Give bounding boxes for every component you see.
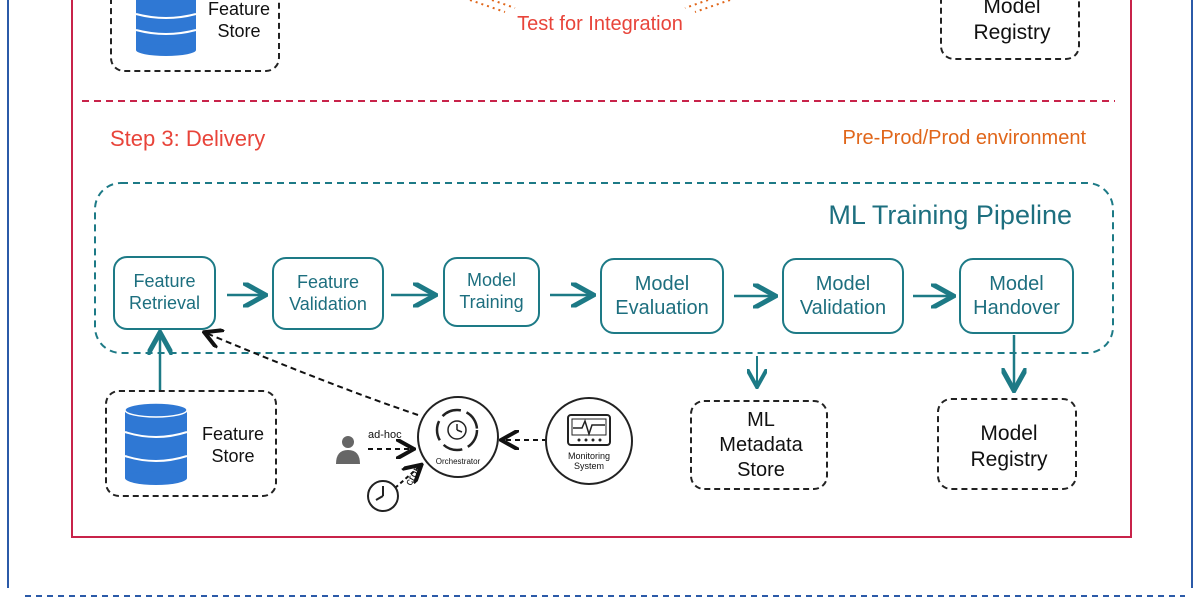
stage-model-training: Model Training bbox=[443, 257, 540, 327]
database-icon bbox=[124, 402, 188, 485]
monitoring-icon bbox=[545, 397, 633, 485]
step-title: Step 3: Delivery bbox=[110, 126, 266, 151]
pipeline-title: ML Training Pipeline bbox=[828, 200, 1072, 230]
outer-frame bbox=[7, 0, 1193, 588]
stage-feature-retrieval: Feature Retrieval bbox=[113, 256, 216, 330]
model-registry-box: Model Registry bbox=[937, 398, 1077, 490]
arrow-cron bbox=[394, 466, 420, 489]
integration-label: Test for Integration bbox=[517, 13, 683, 35]
environment-title: Pre-Prod/Prod environment bbox=[842, 127, 1086, 149]
arrow-orchestrator-to-retrieval bbox=[206, 333, 419, 416]
monitoring-label: Monitoring System bbox=[567, 451, 611, 472]
top-feature-store-box: Feature Store bbox=[110, 0, 280, 72]
integration-dotted-lines bbox=[469, 0, 731, 13]
stage-arrows bbox=[227, 295, 951, 296]
database-icon bbox=[135, 0, 197, 56]
metadata-store-box: ML Metadata Store bbox=[690, 400, 828, 490]
feature-store-label: Feature Store bbox=[201, 424, 265, 466]
clock-icon bbox=[367, 480, 399, 512]
top-feature-store-label: Feature Store bbox=[207, 0, 271, 41]
orchestrator-icon bbox=[417, 396, 499, 478]
top-model-registry-box: Model Registry bbox=[940, 0, 1080, 60]
step-frame bbox=[71, 0, 1132, 538]
metadata-store-label: ML Metadata Store bbox=[719, 409, 803, 481]
stage-model-validation: Model Validation bbox=[782, 258, 904, 334]
user-icon bbox=[336, 436, 360, 464]
stage-model-handover: Model Handover bbox=[959, 258, 1074, 334]
pipeline-container bbox=[94, 182, 1114, 354]
orchestrator-label: Orchestrator bbox=[435, 457, 481, 466]
top-model-registry-label: Model Registry bbox=[973, 0, 1051, 45]
stage-feature-validation: Feature Validation bbox=[272, 257, 384, 330]
model-registry-label: Model Registry bbox=[970, 422, 1048, 472]
feature-store-box: Feature Store bbox=[105, 390, 277, 497]
stage-model-evaluation: Model Evaluation bbox=[600, 258, 724, 334]
adhoc-label: ad-hoc bbox=[368, 429, 402, 441]
